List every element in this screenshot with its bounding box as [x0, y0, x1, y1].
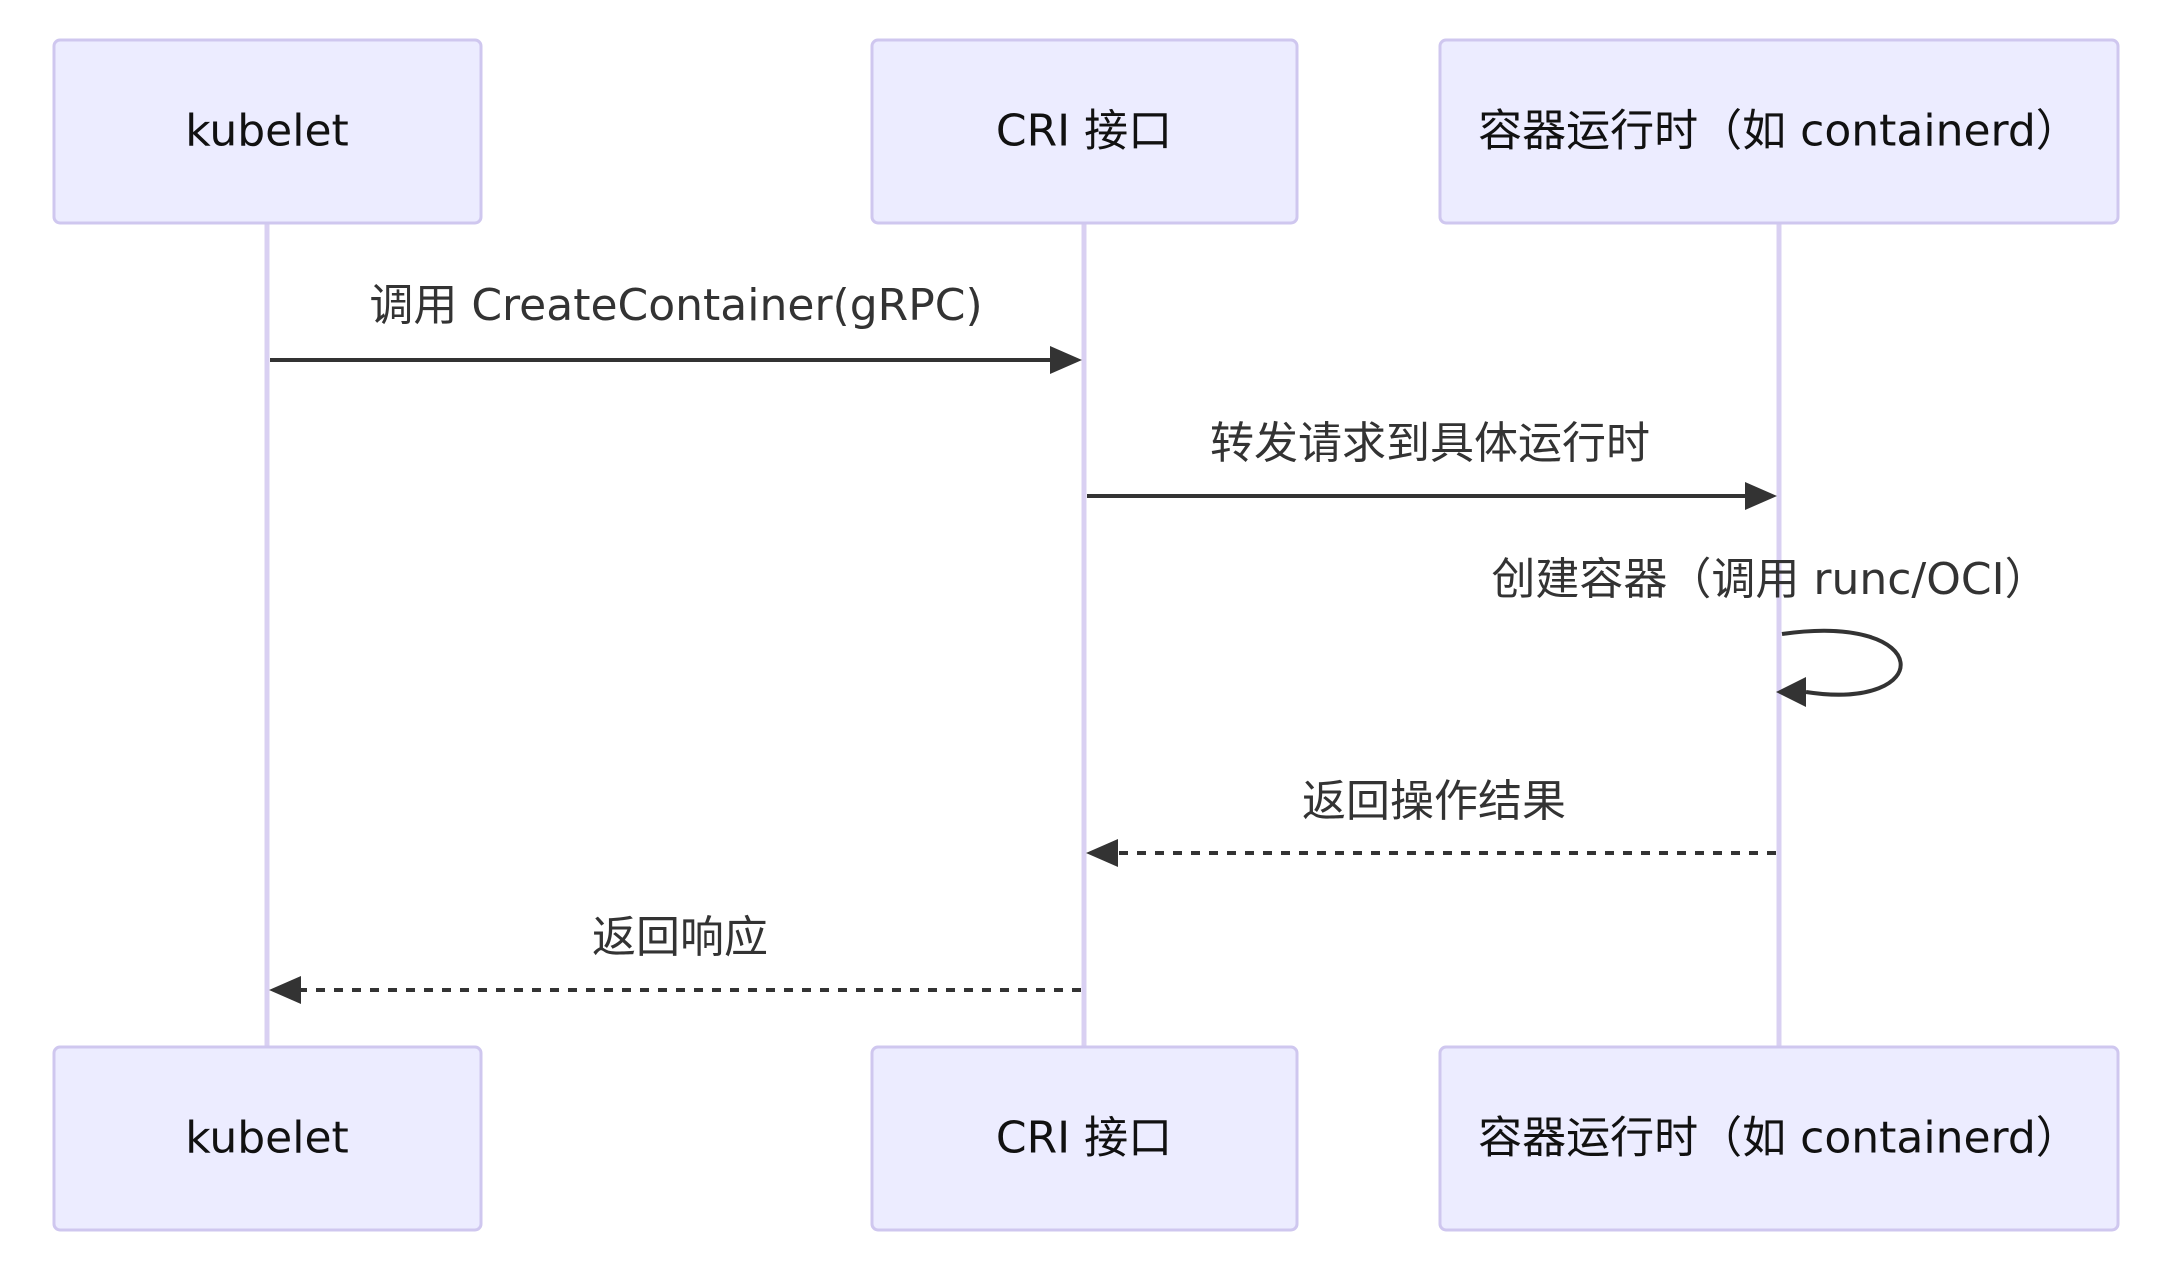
actor-bottom-runtime: 容器运行时（如 containerd） [1438, 1045, 2120, 1232]
actor-top-runtime: 容器运行时（如 containerd） [1438, 38, 2120, 225]
message-return-response-arrowhead [269, 976, 301, 1004]
actor-bottom-cri-label: CRI 接口 [996, 1113, 1172, 1164]
message-return-result-label: 返回操作结果 [1302, 776, 1566, 827]
actor-bottom-runtime-label: 容器运行时（如 containerd） [1478, 1113, 2080, 1164]
actor-top-runtime-label: 容器运行时（如 containerd） [1478, 106, 2080, 157]
message-create-container: 调用 CreateContainer(gRPC) [270, 280, 1082, 374]
actor-top-kubelet: kubelet [52, 38, 483, 225]
actor-bottom-cri: CRI 接口 [870, 1045, 1299, 1232]
message-return-response-label: 返回响应 [592, 912, 768, 963]
message-create-container-arrowhead [1050, 346, 1082, 374]
message-create-container-self-arrowhead [1776, 677, 1806, 707]
message-return-result: 返回操作结果 [1086, 776, 1776, 867]
message-forward-request-label: 转发请求到具体运行时 [1210, 418, 1650, 469]
actor-bottom-kubelet-label: kubelet [185, 1113, 349, 1164]
message-return-response: 返回响应 [269, 912, 1081, 1004]
message-forward-request: 转发请求到具体运行时 [1087, 418, 1777, 510]
actor-top-cri-label: CRI 接口 [996, 106, 1172, 157]
message-return-result-arrowhead [1086, 839, 1118, 867]
actor-bottom-kubelet: kubelet [52, 1045, 483, 1232]
message-create-container-self: 创建容器（调用 runc/OCI） [1491, 554, 2049, 707]
message-create-container-label: 调用 CreateContainer(gRPC) [369, 280, 982, 331]
actor-top-kubelet-label: kubelet [185, 106, 349, 157]
message-create-container-self-label: 创建容器（调用 runc/OCI） [1491, 554, 2048, 605]
message-forward-request-arrowhead [1745, 482, 1777, 510]
actor-top-cri: CRI 接口 [870, 38, 1299, 225]
message-create-container-self-loop [1781, 628, 1903, 697]
